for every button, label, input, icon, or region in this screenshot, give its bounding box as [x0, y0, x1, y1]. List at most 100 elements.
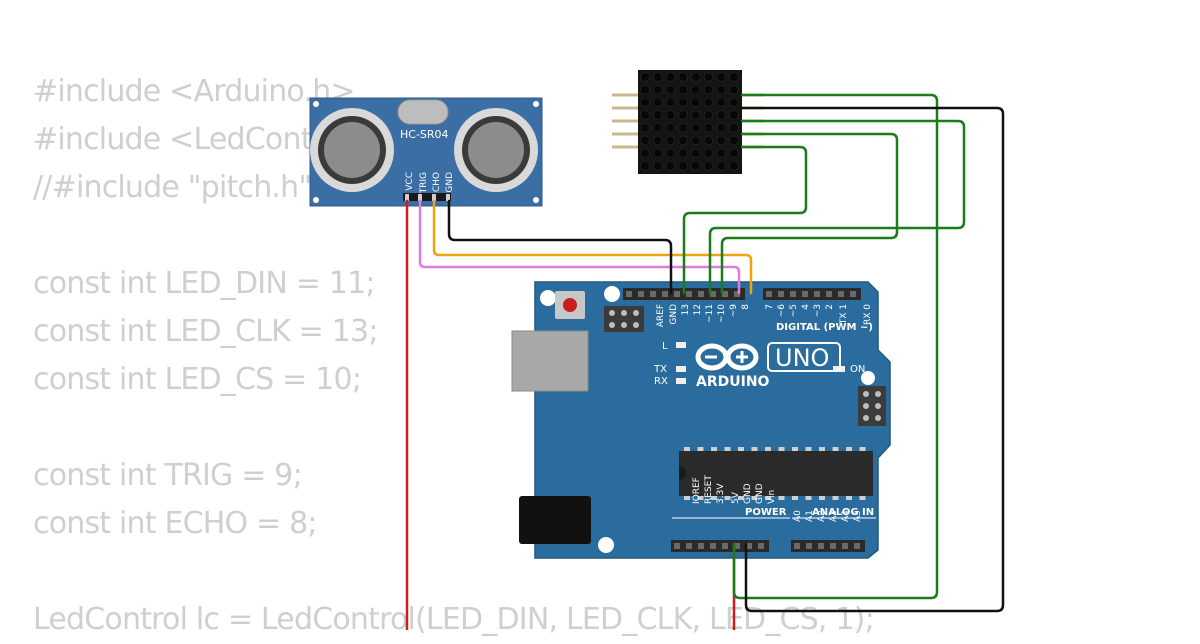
pin-label: ~10 — [717, 304, 727, 323]
header-pin[interactable] — [778, 291, 784, 297]
pin-label: A4 — [841, 510, 851, 522]
wire-matrix-vcc[interactable] — [732, 93, 939, 600]
pin-label: TRIG — [419, 172, 429, 194]
power-jack — [519, 496, 591, 544]
mounting-hole — [540, 290, 556, 306]
analog-header — [791, 540, 865, 552]
pin-label: GND — [445, 172, 455, 193]
header-pin[interactable] — [746, 543, 752, 549]
header-pin[interactable] — [722, 543, 728, 549]
header-pin[interactable] — [626, 291, 632, 297]
icsp-header-2 — [858, 386, 886, 426]
header-pin[interactable] — [734, 291, 740, 297]
matrix-pin-left — [612, 106, 638, 110]
code-line: const int LED_CLK = 13; — [33, 314, 378, 349]
header-pin[interactable] — [686, 543, 692, 549]
code-line: #include <Arduino.h> — [33, 74, 356, 109]
header-pin[interactable] — [826, 291, 832, 297]
matrix-pin-left — [612, 132, 638, 136]
pin-label: GND — [743, 483, 753, 504]
mounting-hole — [861, 371, 875, 385]
wires — [405, 93, 1005, 630]
header-pin[interactable] — [758, 543, 764, 549]
header-pin[interactable] — [814, 291, 820, 297]
pin-label: 2 — [825, 304, 835, 310]
pin-label: ~11 — [705, 304, 715, 323]
wire-matrix-din[interactable] — [708, 119, 966, 295]
header-pin[interactable] — [662, 291, 668, 297]
reset-button-cap[interactable] — [563, 298, 577, 312]
pin-label: 12 — [693, 304, 703, 315]
uno-logo-text: UNO — [775, 344, 829, 372]
led-matrix-module[interactable] — [612, 70, 764, 174]
wire-sensor-gnd[interactable] — [447, 199, 673, 295]
sensor-pin[interactable] — [432, 194, 436, 201]
header-pin[interactable] — [790, 291, 796, 297]
pin-label: GND — [755, 483, 765, 504]
header-pin[interactable] — [686, 291, 692, 297]
pin-label: A2 — [817, 510, 827, 522]
header-pin[interactable] — [794, 543, 800, 549]
header-pin[interactable] — [650, 291, 656, 297]
wire-echo[interactable] — [432, 199, 753, 295]
led-tx — [676, 366, 686, 372]
header-pin[interactable] — [842, 543, 848, 549]
header-pin[interactable] — [734, 543, 740, 549]
header-pin[interactable] — [698, 291, 704, 297]
crystal-oscillator — [397, 99, 449, 125]
pin-label: Vin — [767, 490, 777, 504]
pin-label: 3.3V — [716, 483, 726, 504]
header-pin[interactable] — [674, 543, 680, 549]
header-pin[interactable] — [802, 291, 808, 297]
wire-trig[interactable] — [418, 199, 741, 295]
power-label: POWER — [745, 507, 787, 518]
header-pin[interactable] — [830, 543, 836, 549]
header-pin[interactable] — [850, 291, 856, 297]
sensor-pin[interactable] — [405, 194, 409, 201]
wire-matrix-cs[interactable] — [720, 132, 899, 295]
pin-label: ~5 — [789, 304, 799, 317]
pin-label: IOREF — [692, 477, 702, 504]
led-rx-label: RX — [654, 376, 668, 387]
pin-label: 8 — [741, 304, 751, 310]
header-pin[interactable] — [710, 291, 716, 297]
header-pin[interactable] — [854, 543, 860, 549]
led-matrix-body — [638, 70, 742, 174]
sensor-pin[interactable] — [418, 194, 422, 201]
led-rx — [676, 378, 686, 384]
power-header — [671, 540, 769, 552]
header-pin[interactable] — [838, 291, 844, 297]
wire-matrix-gnd[interactable] — [740, 106, 1005, 613]
sensor-model-label: HC-SR04 — [400, 128, 449, 141]
pin-label: ECHO — [432, 172, 442, 198]
header-pin[interactable] — [766, 291, 772, 297]
pin-label: ~6 — [777, 304, 787, 318]
matrix-pin-left — [612, 145, 638, 149]
pin-label: TX 1 — [839, 304, 849, 325]
pin-label: 7 — [765, 304, 775, 310]
header-pin[interactable] — [638, 291, 644, 297]
header-pin[interactable] — [806, 543, 812, 549]
matrix-pin-left — [612, 119, 638, 123]
header-pin[interactable] — [674, 291, 680, 297]
transducer-right — [454, 108, 538, 192]
pin-label: 4 — [801, 304, 811, 310]
pin-label: 13 — [681, 304, 691, 315]
wire-matrix-clk[interactable] — [682, 145, 808, 295]
arduino-logo-text: ARDUINO — [696, 374, 770, 390]
pin-label: A0 — [793, 510, 803, 522]
pin-label: RESET — [704, 475, 714, 504]
header-pin[interactable] — [722, 291, 728, 297]
pin-label: A3 — [829, 510, 839, 522]
pin-label: VCC — [405, 172, 415, 191]
header-pin[interactable] — [818, 543, 824, 549]
header-pin[interactable] — [710, 543, 716, 549]
mounting-hole — [604, 286, 620, 302]
pin-label: GND — [669, 304, 679, 325]
sensor-pin[interactable] — [446, 194, 450, 201]
header-pin[interactable] — [698, 543, 704, 549]
analog-label: ANALOG IN — [812, 507, 874, 518]
